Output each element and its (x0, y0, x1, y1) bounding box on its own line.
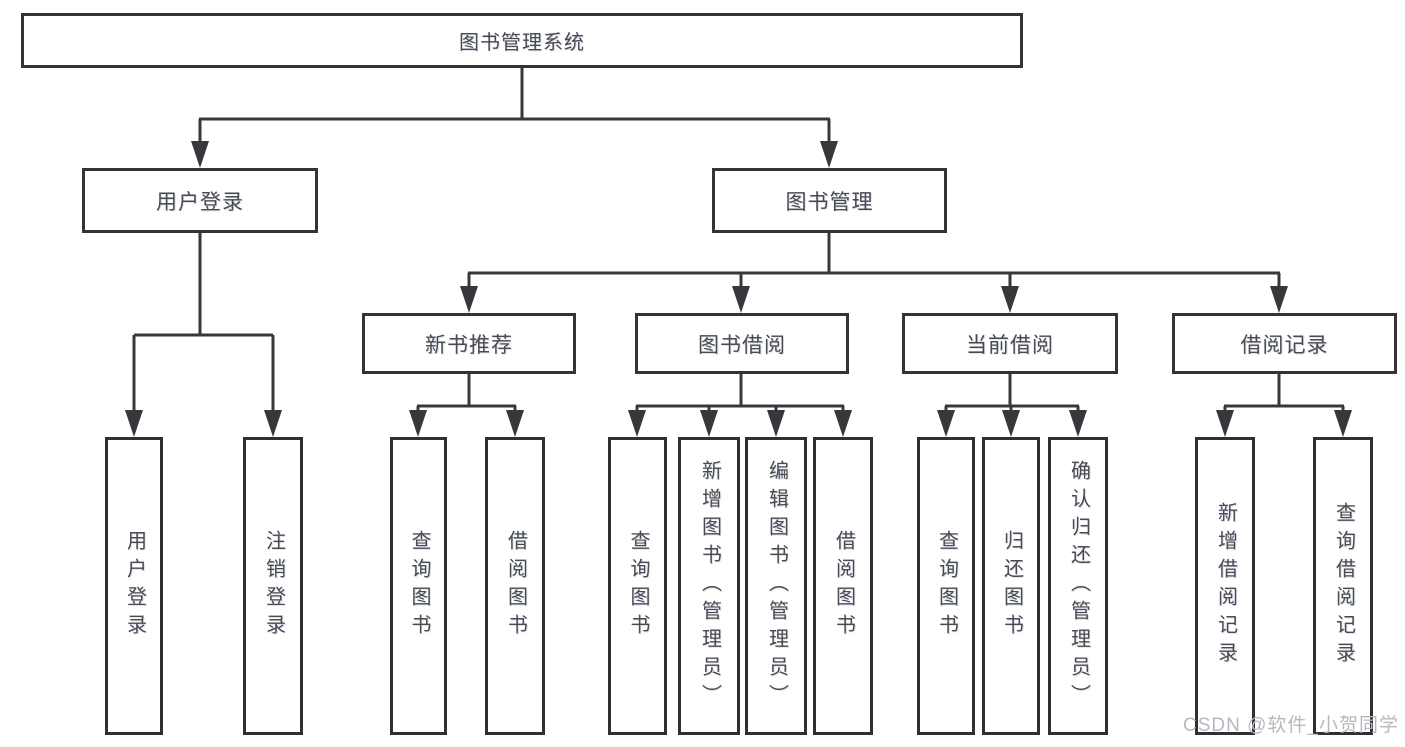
leaf-query-book-borrow-label: 查询图书 (627, 530, 649, 642)
leaf-add-borrow-record: 新增借阅记录 (1195, 437, 1255, 735)
node-borrow-records: 借阅记录 (1172, 313, 1397, 374)
leaf-confirm-return-admin-label: 确认归还（管理员） (1067, 460, 1090, 712)
node-user-login: 用户登录 (82, 168, 318, 233)
node-current-borrow: 当前借阅 (902, 313, 1118, 374)
node-user-login-label: 用户登录 (156, 190, 244, 214)
leaf-borrow-book-rec: 借阅图书 (485, 437, 545, 735)
node-new-book-recommend-label: 新书推荐 (425, 333, 513, 357)
leaf-query-book-current-label: 查询图书 (935, 530, 958, 642)
leaf-borrow-book: 借阅图书 (813, 437, 873, 735)
node-root-system: 图书管理系统 (21, 13, 1023, 68)
node-borrow-records-label: 借阅记录 (1240, 333, 1329, 357)
node-book-borrow: 图书借阅 (635, 313, 849, 374)
leaf-edit-book-admin-label: 编辑图书（管理员） (765, 460, 788, 712)
leaf-query-book-rec: 查询图书 (390, 437, 447, 735)
leaf-query-book-borrow: 查询图书 (608, 437, 667, 735)
csdn-watermark: CSDN @软件_小贺同学 (1183, 715, 1399, 736)
leaf-edit-book-admin: 编辑图书（管理员） (745, 437, 807, 735)
leaf-query-borrow-record: 查询借阅记录 (1313, 437, 1373, 735)
node-book-borrow-label: 图书借阅 (698, 333, 786, 357)
leaf-query-book-rec-label: 查询图书 (408, 530, 430, 642)
leaf-borrow-book-label: 借阅图书 (832, 530, 855, 642)
leaf-return-book-label: 归还图书 (1000, 530, 1023, 642)
leaf-user-login: 用户登录 (105, 437, 163, 735)
node-root-label: 图书管理系统 (459, 32, 585, 54)
leaf-query-borrow-record-label: 查询借阅记录 (1332, 502, 1355, 670)
node-current-borrow-label: 当前借阅 (966, 333, 1054, 357)
node-book-management: 图书管理 (712, 168, 947, 233)
leaf-add-borrow-record-label: 新增借阅记录 (1214, 502, 1237, 670)
leaf-user-login-label: 用户登录 (123, 530, 146, 642)
leaf-query-book-current: 查询图书 (917, 437, 975, 735)
leaf-logout-label: 注销登录 (262, 530, 285, 642)
node-book-management-label: 图书管理 (785, 190, 874, 214)
node-new-book-recommend: 新书推荐 (362, 313, 576, 374)
leaf-logout: 注销登录 (243, 437, 303, 735)
leaf-add-book-admin: 新增图书（管理员） (678, 437, 740, 735)
leaf-borrow-book-rec-label: 借阅图书 (504, 530, 527, 642)
leaf-return-book: 归还图书 (982, 437, 1040, 735)
leaf-add-book-admin-label: 新增图书（管理员） (698, 460, 721, 712)
leaf-confirm-return-admin: 确认归还（管理员） (1048, 437, 1108, 735)
